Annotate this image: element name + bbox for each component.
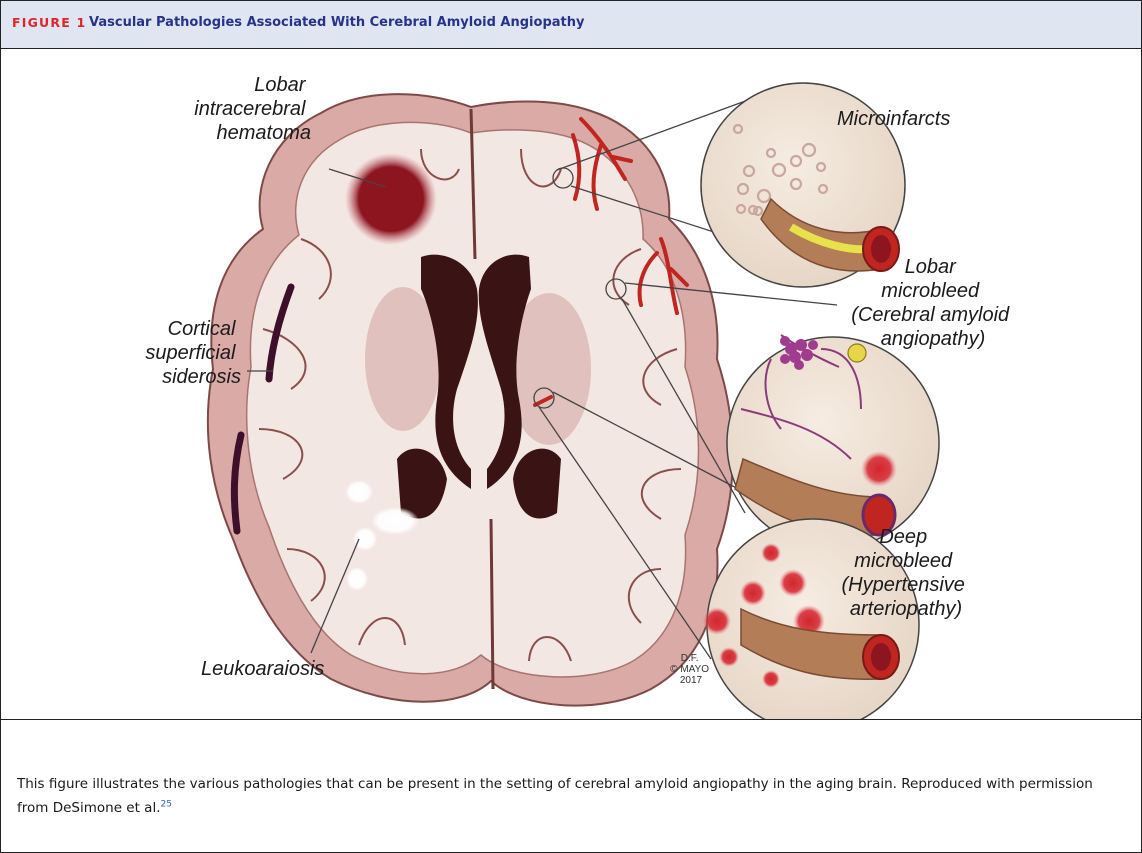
label-line: siderosis — [162, 366, 241, 388]
label-line: (Hypertensive — [842, 574, 965, 596]
figure-caption: This figure illustrates the various path… — [17, 772, 1117, 820]
label-line: Lobar — [254, 74, 306, 96]
label-line: hematoma — [217, 122, 312, 144]
label-line: Cortical — [168, 318, 236, 340]
caption-divider — [1, 719, 1141, 720]
label-line: Lobar — [905, 256, 957, 278]
credit-line: D.F. — [681, 653, 699, 664]
figure-title: Vascular Pathologies Associated With Cer… — [89, 15, 584, 30]
caption-text: This figure illustrates the various path… — [17, 776, 1093, 816]
label-line: Deep — [879, 526, 927, 548]
label-microinfarcts: Microinfarcts — [837, 108, 950, 130]
leukoaraiosis-patch — [345, 480, 373, 504]
label-line: microbleed — [881, 280, 980, 302]
inset-lobar-microbleed — [727, 335, 939, 549]
credit-line: 2017 — [680, 675, 703, 686]
label-line: superficial — [145, 342, 236, 364]
label-leukoaraiosis: Leukoaraiosis — [201, 658, 324, 680]
label-line: microbleed — [854, 550, 953, 572]
caption-reference[interactable]: 25 — [161, 799, 172, 809]
brain-illustration: Lobar intracerebral hematoma Cortical su… — [1, 49, 1141, 719]
label-line: (Cerebral amyloid — [851, 304, 1010, 326]
credit-line: © MAYO — [670, 664, 709, 675]
label-line: arteriopathy) — [850, 598, 962, 620]
figure-header: FIGURE 1 Vascular Pathologies Associated… — [1, 1, 1141, 49]
label-line: angiopathy) — [881, 328, 986, 350]
label-line: intracerebral — [194, 98, 306, 120]
lobar-hematoma — [345, 153, 437, 245]
label-lobar-hematoma: Lobar intracerebral hematoma — [194, 74, 311, 144]
brain-section — [208, 94, 733, 705]
figure-label: FIGURE 1 — [12, 15, 86, 30]
label-siderosis: Cortical superficial siderosis — [145, 318, 241, 388]
